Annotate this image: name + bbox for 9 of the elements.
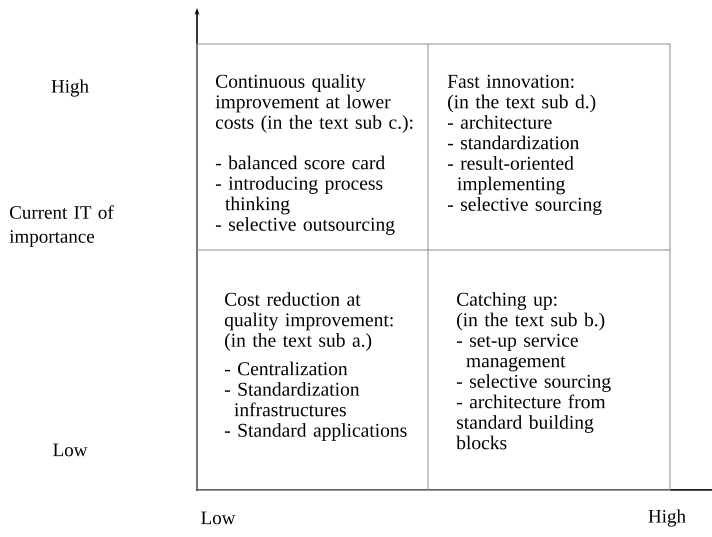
quadrant-cell: Fast innovation: (in the text sub d.) - architecture - standardization - result-oriented implementing - selective sourcing [428, 44, 670, 250]
quadrant-cell: Continuous quality improvement at lower costs (in the text sub c.): - balanced score card - introducing process thinking - selective outsourcing [196, 44, 428, 250]
axis-label: Low [53, 444, 88, 456]
axis-label: High [648, 509, 686, 527]
axis-label: High [52, 79, 89, 97]
axis-label: Low [201, 512, 236, 524]
axis-title: Current IT of importance [10, 205, 114, 247]
quadrant-cell: Catching up: (in the text sub b.) - set-up service management - selective sourcing - architecture from standard building blocks [428, 249, 670, 490]
quadrant-cell: Cost reduction at quality improvement: (in the text sub a.) - Centralization - Standardization infrastructures - Standard applications [196, 249, 428, 490]
